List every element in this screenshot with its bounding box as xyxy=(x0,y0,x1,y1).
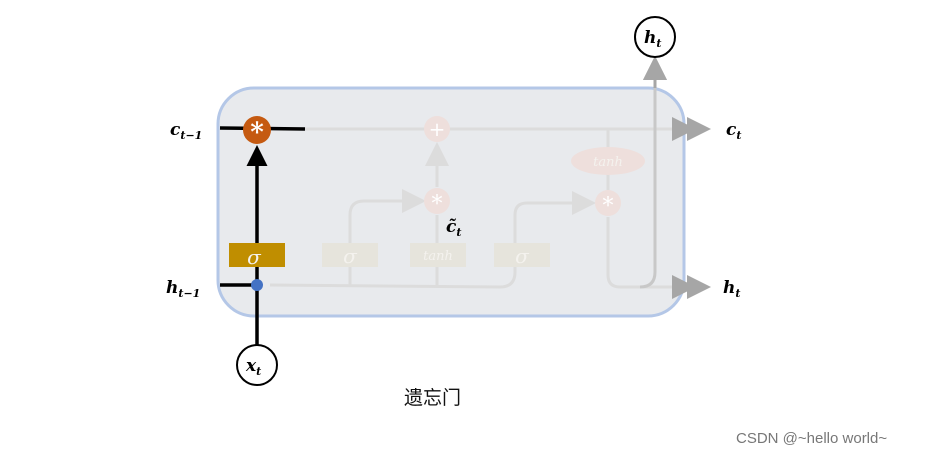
forget-multiply-label: * xyxy=(250,118,264,148)
cell-tanh-node xyxy=(571,147,645,175)
c-prev-label: ct−1 xyxy=(170,120,202,142)
c-out-label: ct xyxy=(726,120,741,142)
forget-multiply-op-icon xyxy=(243,116,271,144)
x-label: xt xyxy=(245,356,261,378)
c-tilde-label: c̃t xyxy=(446,217,461,239)
h-out-label: ht xyxy=(723,278,740,300)
add-op-icon xyxy=(424,116,450,142)
forget-gate-label: σ xyxy=(247,245,262,269)
output-multiply-label: * xyxy=(603,194,614,219)
output-gate-label: σ xyxy=(515,244,530,268)
output-gate-box xyxy=(494,243,550,267)
h-out-top-label: ht xyxy=(644,28,661,50)
x-input-node xyxy=(236,344,278,386)
forget-gate-box xyxy=(229,243,285,267)
candidate-gate-box xyxy=(410,243,466,267)
input-gate-label: σ xyxy=(343,244,358,268)
input-multiply-label: * xyxy=(432,192,443,217)
add-op-label: + xyxy=(429,117,446,141)
diagram-caption: 遗忘门 xyxy=(404,387,462,409)
input-gate-box xyxy=(322,243,378,267)
h-prev-label: ht−1 xyxy=(166,278,200,300)
watermark: CSDN @~hello world~ xyxy=(736,430,888,447)
h-output-node xyxy=(634,16,676,58)
cell-tanh-label: tanh xyxy=(593,155,623,170)
output-multiply-op-icon xyxy=(595,190,621,216)
input-multiply-op-icon xyxy=(424,188,450,214)
junction-dot xyxy=(251,279,263,291)
candidate-gate-label: tanh xyxy=(423,249,453,264)
